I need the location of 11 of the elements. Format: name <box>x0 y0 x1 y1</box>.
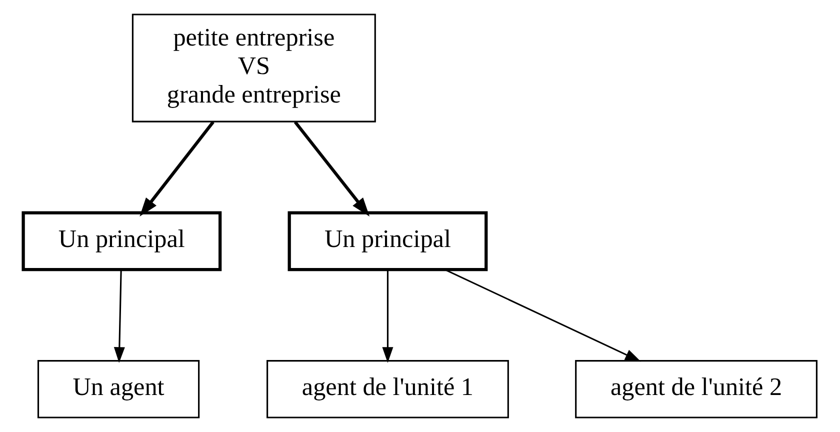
arrow <box>294 121 370 217</box>
node-box: agent de l'unité 2 <box>575 360 818 418</box>
arrow <box>114 270 125 363</box>
arrow <box>444 268 641 362</box>
node-box: agent de l'unité 1 <box>266 360 509 418</box>
node-box: Un principal <box>288 211 488 272</box>
node-box: Un agent <box>37 360 200 418</box>
node-box: Un principal <box>22 211 222 272</box>
node-box: petite entreprise VS grande entreprise <box>132 14 376 122</box>
arrow <box>382 270 394 363</box>
arrow <box>140 121 214 217</box>
